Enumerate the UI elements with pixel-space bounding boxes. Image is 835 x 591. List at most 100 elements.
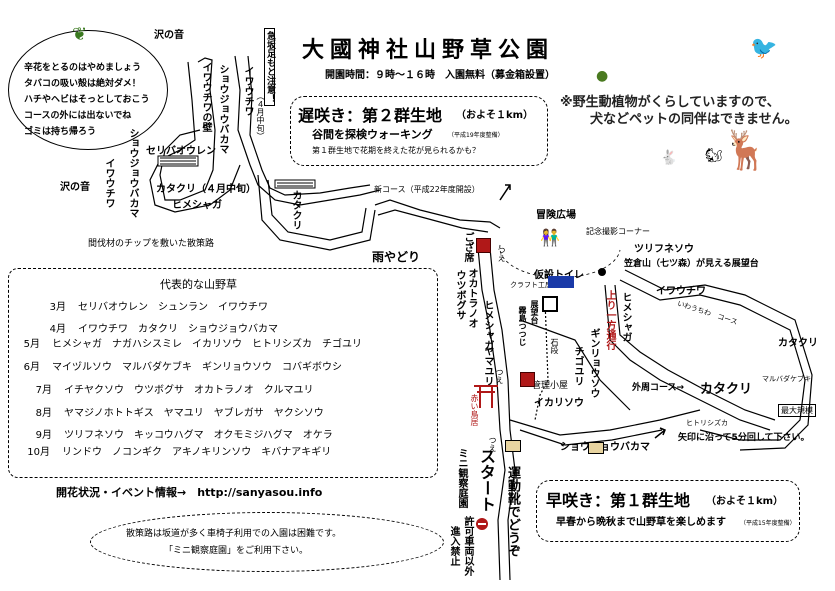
label-iwauchiwa-wall: イワウチワの壁	[200, 62, 211, 132]
label-iwauchiwa-3: イワウチワ	[103, 158, 114, 208]
access-note-line2: 「ミニ観察庭園」をご利用下さい。	[164, 546, 309, 556]
lily-of-valley-icon: ❦	[72, 24, 88, 45]
plant-names: イワウチワ カタクリ ショウジョウバカマ	[78, 324, 278, 335]
opening-hours: 開園時間：９時～１６時 入園無料（募金箱設置）	[325, 70, 555, 81]
plant-names: ヤマジノホトトギス ヤマユリ ヤブレガサ ヤクシソウ	[64, 408, 324, 419]
plant-row: 9月ツリフネソウ キッコウハグマ オクモミジハグマ オケラ	[12, 426, 333, 441]
label-himeshaga-v: ヒメシャガ	[482, 300, 493, 350]
plant-month: 7月	[35, 385, 52, 396]
plant-month: 6月	[23, 362, 40, 373]
management-hut-marker	[520, 372, 535, 387]
page-title: 大國神社山野草公園	[302, 38, 555, 63]
rule-line: ハチやヘビはそっとしておこう	[24, 95, 150, 105]
plant-row: 7月 イチヤクソウ ウツボグサ オカトラノオ クルマユリ	[12, 381, 314, 396]
rules-bubble	[8, 30, 168, 150]
plant-names: イチヤクソウ ウツボグサ オカトラノオ クルマユリ	[64, 385, 314, 396]
plant-row: 5月 ヒメシャガ ナガハシスミレ イカリソウ ヒトリシズカ チゴユリ	[0, 335, 362, 350]
label-sneakers: 運動靴でどうぞ	[505, 466, 520, 557]
label-largest: 最大規模	[778, 404, 816, 417]
label-iwauchiwa-2: イワウチワ	[242, 66, 253, 116]
plant-month: 10月	[27, 447, 50, 458]
label-adventure-plaza: 冒険広場	[536, 210, 576, 221]
label-iwauchiwa-r: イワウチワ	[656, 286, 706, 297]
plant-row: 4月 イワウチワ カタクリ ショウジョウバカマ	[26, 320, 278, 335]
label-ginryou: ギンリョウソウ	[588, 328, 599, 398]
label-start: スタート	[477, 448, 496, 512]
label-utsubogusa: ウツボグサ	[454, 270, 465, 320]
rule-line: コースの外には出ないでね	[24, 111, 132, 121]
label-temp-toilet: 仮設トイレ	[534, 266, 584, 281]
notice-line1: ※野生動植物がくらしていますので、	[560, 95, 780, 110]
label-gozaseki: ござ席	[462, 232, 473, 262]
plants-table-box	[8, 268, 438, 478]
label-shoujou-1: ショウジョウバカマ	[217, 64, 228, 154]
label-sawa-left: 沢の音	[60, 182, 90, 193]
label-kanri: 管理小屋	[532, 381, 569, 391]
plant-names: マイヅルソウ マルバダケブキ ギンリョウソウ コバギボウシ	[52, 362, 342, 373]
rule-line: 辛花をとるのはやめましょう	[24, 63, 142, 73]
early-bloom-sub: 早春から晩秋まで山野草を楽しめます	[556, 517, 726, 528]
deck-marker	[598, 268, 606, 276]
songbird-icon: ●	[596, 68, 609, 84]
label-katakuri-r1: カタクリ	[778, 338, 818, 349]
label-outer-course: 外周コース→	[632, 383, 685, 393]
early-bloom-dist: （およそ１km）	[706, 496, 784, 507]
info-link[interactable]: 開花状況・イベント情報→ http://sanyasou.info	[56, 486, 323, 499]
early-bloom-box	[536, 480, 800, 542]
label-tsurifune: ツリフネソウ	[634, 244, 694, 255]
plant-month: 8月	[35, 408, 52, 419]
label-seribaouren: セリバオウレン	[146, 146, 216, 157]
toilet-icon	[548, 276, 574, 288]
plant-names: ヒメシャガ ナガハシスミレ イカリソウ ヒトリシズカ チゴユリ	[52, 339, 362, 350]
rule-line: ゴミは持ち帰ろう	[24, 127, 97, 137]
label-hitorishizuka: ヒトリシズカ	[686, 419, 728, 427]
label-observation-deck: 笠倉山（七ツ森）が見える展望台	[624, 259, 759, 269]
plant-month: 5月	[23, 339, 40, 350]
late-bloom-title: 遅咲き：第２群生地	[298, 106, 443, 125]
label-tsue-1: つえ	[497, 246, 506, 262]
rabbit-icon: 🐇	[660, 150, 678, 166]
label-sawa-top: 沢の音	[154, 30, 184, 41]
plant-row: 3月 セリバオウレン シュンラン イワウチワ	[26, 298, 268, 313]
late-bloom-dist: （およそ１km）	[456, 110, 534, 121]
label-amayadori: 雨やどり	[372, 250, 421, 264]
plant-names: ツリフネソウ キッコウハグマ オクモミジハグマ オケラ	[64, 430, 333, 441]
late-bloom-box	[290, 96, 548, 166]
label-katakuri-r2: カタクリ	[700, 382, 753, 397]
squirrel-icon: 🐿	[705, 148, 723, 164]
label-authorized-only: 許可車両以外	[462, 516, 473, 576]
label-kirishima: 霧島つつじ	[518, 306, 527, 346]
label-mid-april: （４月中旬）	[256, 92, 265, 140]
late-bloom-sub: 谷間を探検ウォーキング	[312, 128, 433, 141]
label-shoujou-r: ショウジョウバカマ	[560, 442, 650, 453]
plant-row: 6月 マイヅルソウ マルバダケブキ ギンリョウソウ コバギボウシ	[0, 358, 342, 373]
plant-row: 8月 ヤマジノホトトギス ヤマユリ ヤブレガサ ヤクシソウ	[12, 404, 324, 419]
signboard-marker	[505, 440, 521, 452]
label-himeshaga-r: ヒメシャガ	[620, 292, 631, 342]
label-craft: クラフト工房	[510, 281, 552, 289]
children-icon: 👫	[540, 228, 560, 247]
label-no-entry: 進入禁止	[448, 526, 459, 566]
late-bloom-year: （平成19年度整備）	[448, 132, 504, 139]
label-steep-warning: 急坂足もと注意！	[264, 28, 275, 106]
plant-names: セリバオウレン シュンラン イワウチワ	[78, 302, 268, 313]
label-tenbou: 展望台	[530, 300, 539, 324]
label-follow-arrows: 矢印に沿って5分回して下さい。	[678, 433, 810, 443]
label-shoujou-2: ショウジョウバカマ	[127, 128, 138, 218]
label-yamayuri: ヤマユリ	[482, 346, 493, 386]
plant-month: 4月	[49, 324, 66, 335]
access-note-line1: 散策路は坂道が多く車椅子利用での入園は困難です。	[126, 529, 342, 539]
label-red-torii: 赤い鳥居	[470, 394, 479, 426]
access-note-ellipse	[90, 512, 444, 572]
label-ishidan: 石段	[550, 338, 559, 354]
plant-month: 3月	[49, 302, 66, 313]
label-chip-road: 間伐材のチップを敷いた散策路	[88, 239, 215, 249]
label-okatoranoo: オカトラノオ	[466, 268, 477, 328]
plants-table-title: 代表的な山野草	[160, 278, 237, 291]
label-ikariso: イカリソウ	[534, 398, 584, 409]
label-one-way-up: 上り一方通行	[604, 290, 615, 350]
early-bloom-title: 早咲き：第１群生地	[546, 491, 691, 510]
label-marubadake: マルバダケブキ	[762, 375, 811, 383]
label-katakuri-mid: カタクリ	[290, 190, 301, 230]
